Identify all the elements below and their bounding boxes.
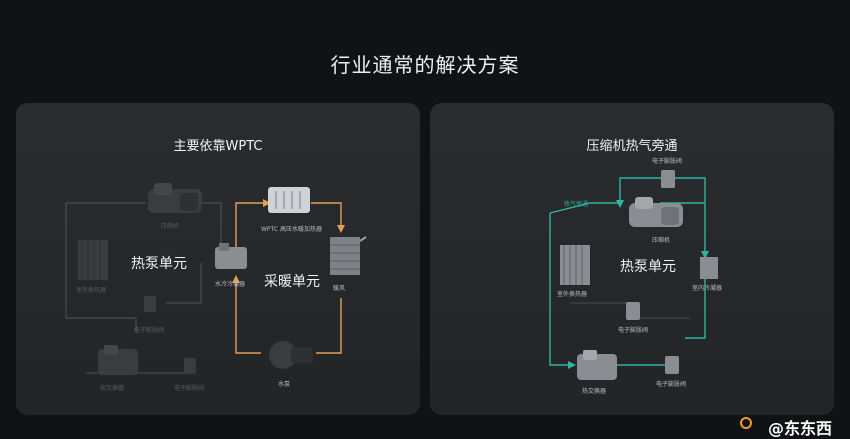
label-outdoor-hx: 室外换热器 bbox=[76, 287, 107, 294]
eev-mid-icon bbox=[626, 302, 640, 320]
watermark-text: @东东西 bbox=[767, 419, 832, 438]
watermark-icon bbox=[740, 417, 752, 429]
label-compressor: 压缩机 bbox=[652, 237, 671, 244]
label-warm-air: 暖风 bbox=[333, 285, 346, 292]
water-pump-icon bbox=[269, 341, 313, 369]
outdoor-heat-exchanger-icon bbox=[78, 240, 108, 280]
label-eev-mid: 电子膨胀阀 bbox=[618, 327, 649, 334]
label-eev-top: 电子膨胀阀 bbox=[652, 158, 683, 165]
panel-hot-gas-bypass: 压缩机热气旁通 电子膨胀阀 热气旁通 压缩机 bbox=[430, 103, 834, 415]
label-water-cooled-condenser: 水冷冷凝器 bbox=[215, 281, 246, 288]
unit-heating-label: 采暖单元 bbox=[264, 274, 320, 290]
wptc-heater-icon bbox=[268, 187, 310, 213]
panel-title-bypass: 压缩机热气旁通 bbox=[586, 139, 678, 154]
indoor-condenser-icon bbox=[700, 257, 718, 279]
label-heat-exchanger: 热交换器 bbox=[100, 385, 125, 392]
heat-exchanger-icon bbox=[98, 345, 138, 375]
heat-exchanger-icon bbox=[577, 350, 617, 380]
compressor-icon bbox=[148, 183, 202, 213]
warm-air-radiator-icon bbox=[330, 236, 367, 275]
panel-wptc: 主要依靠WPTC 压缩机 bbox=[16, 103, 420, 415]
outdoor-heat-exchanger-icon bbox=[560, 245, 590, 285]
label-water-pump: 水泵 bbox=[278, 381, 291, 388]
eev-top-icon bbox=[661, 170, 675, 188]
panel-title-wptc: 主要依靠WPTC bbox=[173, 139, 263, 154]
unit-heat-pump-label: 热泵单元 bbox=[620, 259, 676, 275]
label-eev: 电子膨胀阀 bbox=[134, 327, 165, 334]
label-expansion-valve: 电子膨胀阀 bbox=[174, 385, 205, 392]
slide-title: 行业通常的解决方案 bbox=[330, 53, 520, 77]
label-indoor-condenser: 室内冷凝器 bbox=[692, 285, 723, 292]
expansion-valve-icon bbox=[144, 296, 156, 312]
expansion-valve-2-icon bbox=[184, 358, 196, 374]
label-outdoor-hx: 室外换热器 bbox=[557, 291, 588, 298]
label-compressor: 压缩机 bbox=[161, 223, 180, 230]
label-wptc: WPTC 高压水暖加热器 bbox=[261, 226, 322, 233]
unit-heat-pump-label: 热泵单元 bbox=[131, 256, 187, 272]
label-heat-exchanger: 热交换器 bbox=[582, 388, 607, 395]
water-cooled-condenser-icon bbox=[215, 243, 247, 269]
compressor-icon bbox=[629, 197, 683, 227]
eev-bottom-icon bbox=[665, 356, 679, 374]
label-eev-bottom: 电子膨胀阀 bbox=[656, 381, 687, 388]
label-hot-gas-bypass: 热气旁通 bbox=[564, 201, 589, 208]
